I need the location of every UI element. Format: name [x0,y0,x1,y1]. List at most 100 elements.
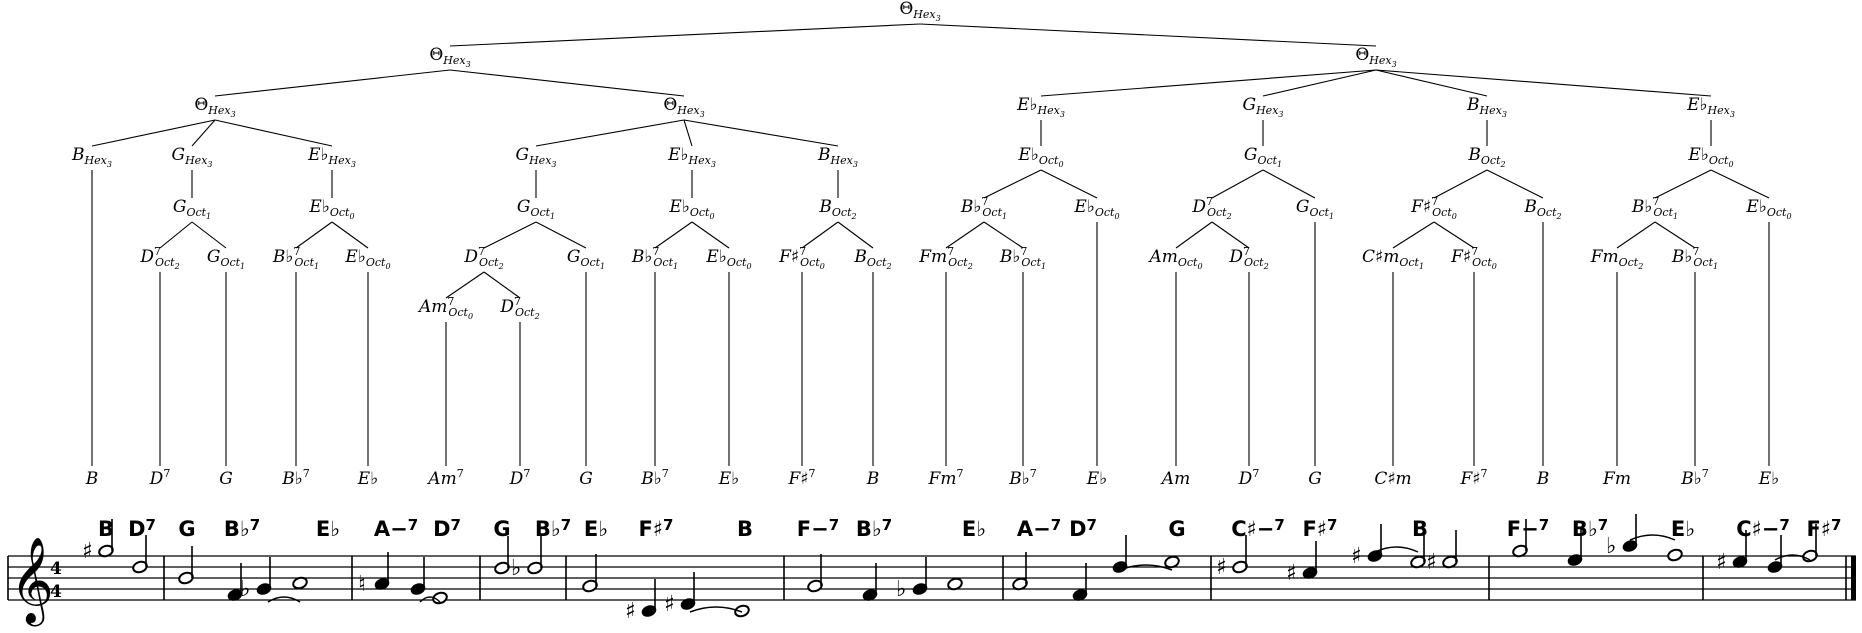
chord-symbol: B♭7 [1572,516,1608,541]
tree-edge [919,23,1377,47]
tree-node-label: GOct1 [517,197,555,221]
tree-leaf-label: B [85,469,99,489]
tree-leaf-label: F♯7 [787,467,815,489]
chord-symbol: F−7 [797,516,839,541]
tree-node-label: BOct2 [1523,197,1561,221]
tree-edge [445,271,485,299]
tree-edge [1040,69,1377,97]
tree-edge [691,221,730,249]
tree-node-label: E♭Hex3 [1016,95,1065,119]
tree-edge [483,221,537,249]
tree-edge [214,69,451,97]
chord-symbol: F♯7 [639,516,674,541]
tree-node-label: GOct1 [1244,145,1282,169]
tree-node-label: E♭Hex3 [1686,95,1735,119]
tree-leaf-label: E♭ [1086,469,1107,489]
tree-edge [295,221,333,249]
tree-edge [1710,169,1770,199]
tree-leaf-label: G [219,469,233,489]
tree-leaf-label: Am [1160,469,1190,489]
tree-edge [449,23,921,47]
tie [1119,564,1173,571]
chord-symbol: B♭7 [856,516,892,541]
tree-leaf-label: D7 [1238,467,1260,489]
note-head [292,576,308,590]
accidental-icon: ♯ [1286,561,1297,586]
chord-symbol: E♭ [316,517,340,541]
tree-edge [214,119,333,147]
chord-symbol: D7 [433,516,461,541]
tree-node-label: E♭Hex3 [307,145,356,169]
tree-leaf-label: B [866,469,880,489]
tree-leaf-label: E♭ [357,469,378,489]
tree-edge [1375,69,1712,97]
tree-edge [1616,221,1656,249]
tree-edges [91,23,1770,466]
tree-node-label: BHex3 [817,145,858,169]
accidental-icon: ♯ [1351,544,1362,569]
tree-leaf-label: B♭7 [1008,467,1037,489]
note-head [432,591,448,605]
tree-leaf-label: E♭ [718,469,739,489]
chord-symbol: C♯−7 [1231,516,1285,541]
tree-edge [535,119,685,147]
chord-symbol: G [178,517,195,541]
accidental-icon: ♭ [896,577,906,602]
chord-symbol: B♭7 [535,516,571,541]
music-staff: 𝄞 4 4 ♯♭♮♭♯♯♭♯♯♯♯♭♯ [7,514,1856,627]
tree-edge [1040,169,1098,199]
tree-node-label: E♭Hex3 [667,145,716,169]
tree-edge [683,119,839,147]
accidental-icon: ♮ [358,572,366,597]
tree-edge [191,221,227,249]
final-barline-thick [1851,556,1856,600]
tree-node-label: E♭Oct0 [668,197,714,221]
tree-edge [1654,169,1712,199]
tree-node-label: GOct1 [1296,197,1334,221]
tree-edge [801,221,839,249]
tree-edge [683,119,693,147]
tree-leaf-label: B [1536,469,1550,489]
tree-edge [983,221,1024,249]
tree-edge [1392,221,1435,249]
tree-leaf-label: D7 [149,467,171,489]
note-head [947,577,963,591]
tree-edge [191,119,216,147]
chord-symbol: E♭ [962,517,986,541]
tree-node-label: GOct1 [567,247,605,271]
tree-leaf-label: G [579,469,593,489]
tree-node-label: E♭Oct0 [1017,145,1063,169]
tree-node-label: E♭Oct0 [344,247,390,271]
tree-leaf-label: B♭7 [640,467,669,489]
tree-node-label: BOct2 [853,247,891,271]
tree-node-label: E♭Oct0 [1745,197,1791,221]
tree-edge [91,119,216,147]
chord-symbol: F♯7 [1303,516,1338,541]
tree-node-label: E♭Oct0 [308,197,354,221]
tree-edge [483,271,521,299]
chord-symbol: A−7 [1017,516,1061,541]
chord-symbol: F♯7 [1807,516,1842,541]
time-signature-bottom: 4 [50,582,62,602]
tree-node-label: GOct1 [173,197,211,221]
tree-edge [1433,221,1475,249]
tree-leaf-label: C♯m [1374,469,1411,489]
tree-leaf-label: E♭ [1758,469,1779,489]
tree-edge [1262,169,1316,199]
tie [1629,534,1676,541]
tree-node-label: ΘHex3 [429,45,470,69]
tree-edge [1175,221,1213,249]
tree-edge [1262,69,1377,97]
chord-symbol: G [493,517,510,541]
tree-node-label: ΘHex3 [1355,45,1396,69]
tree-node-label: BOct2 [818,197,856,221]
